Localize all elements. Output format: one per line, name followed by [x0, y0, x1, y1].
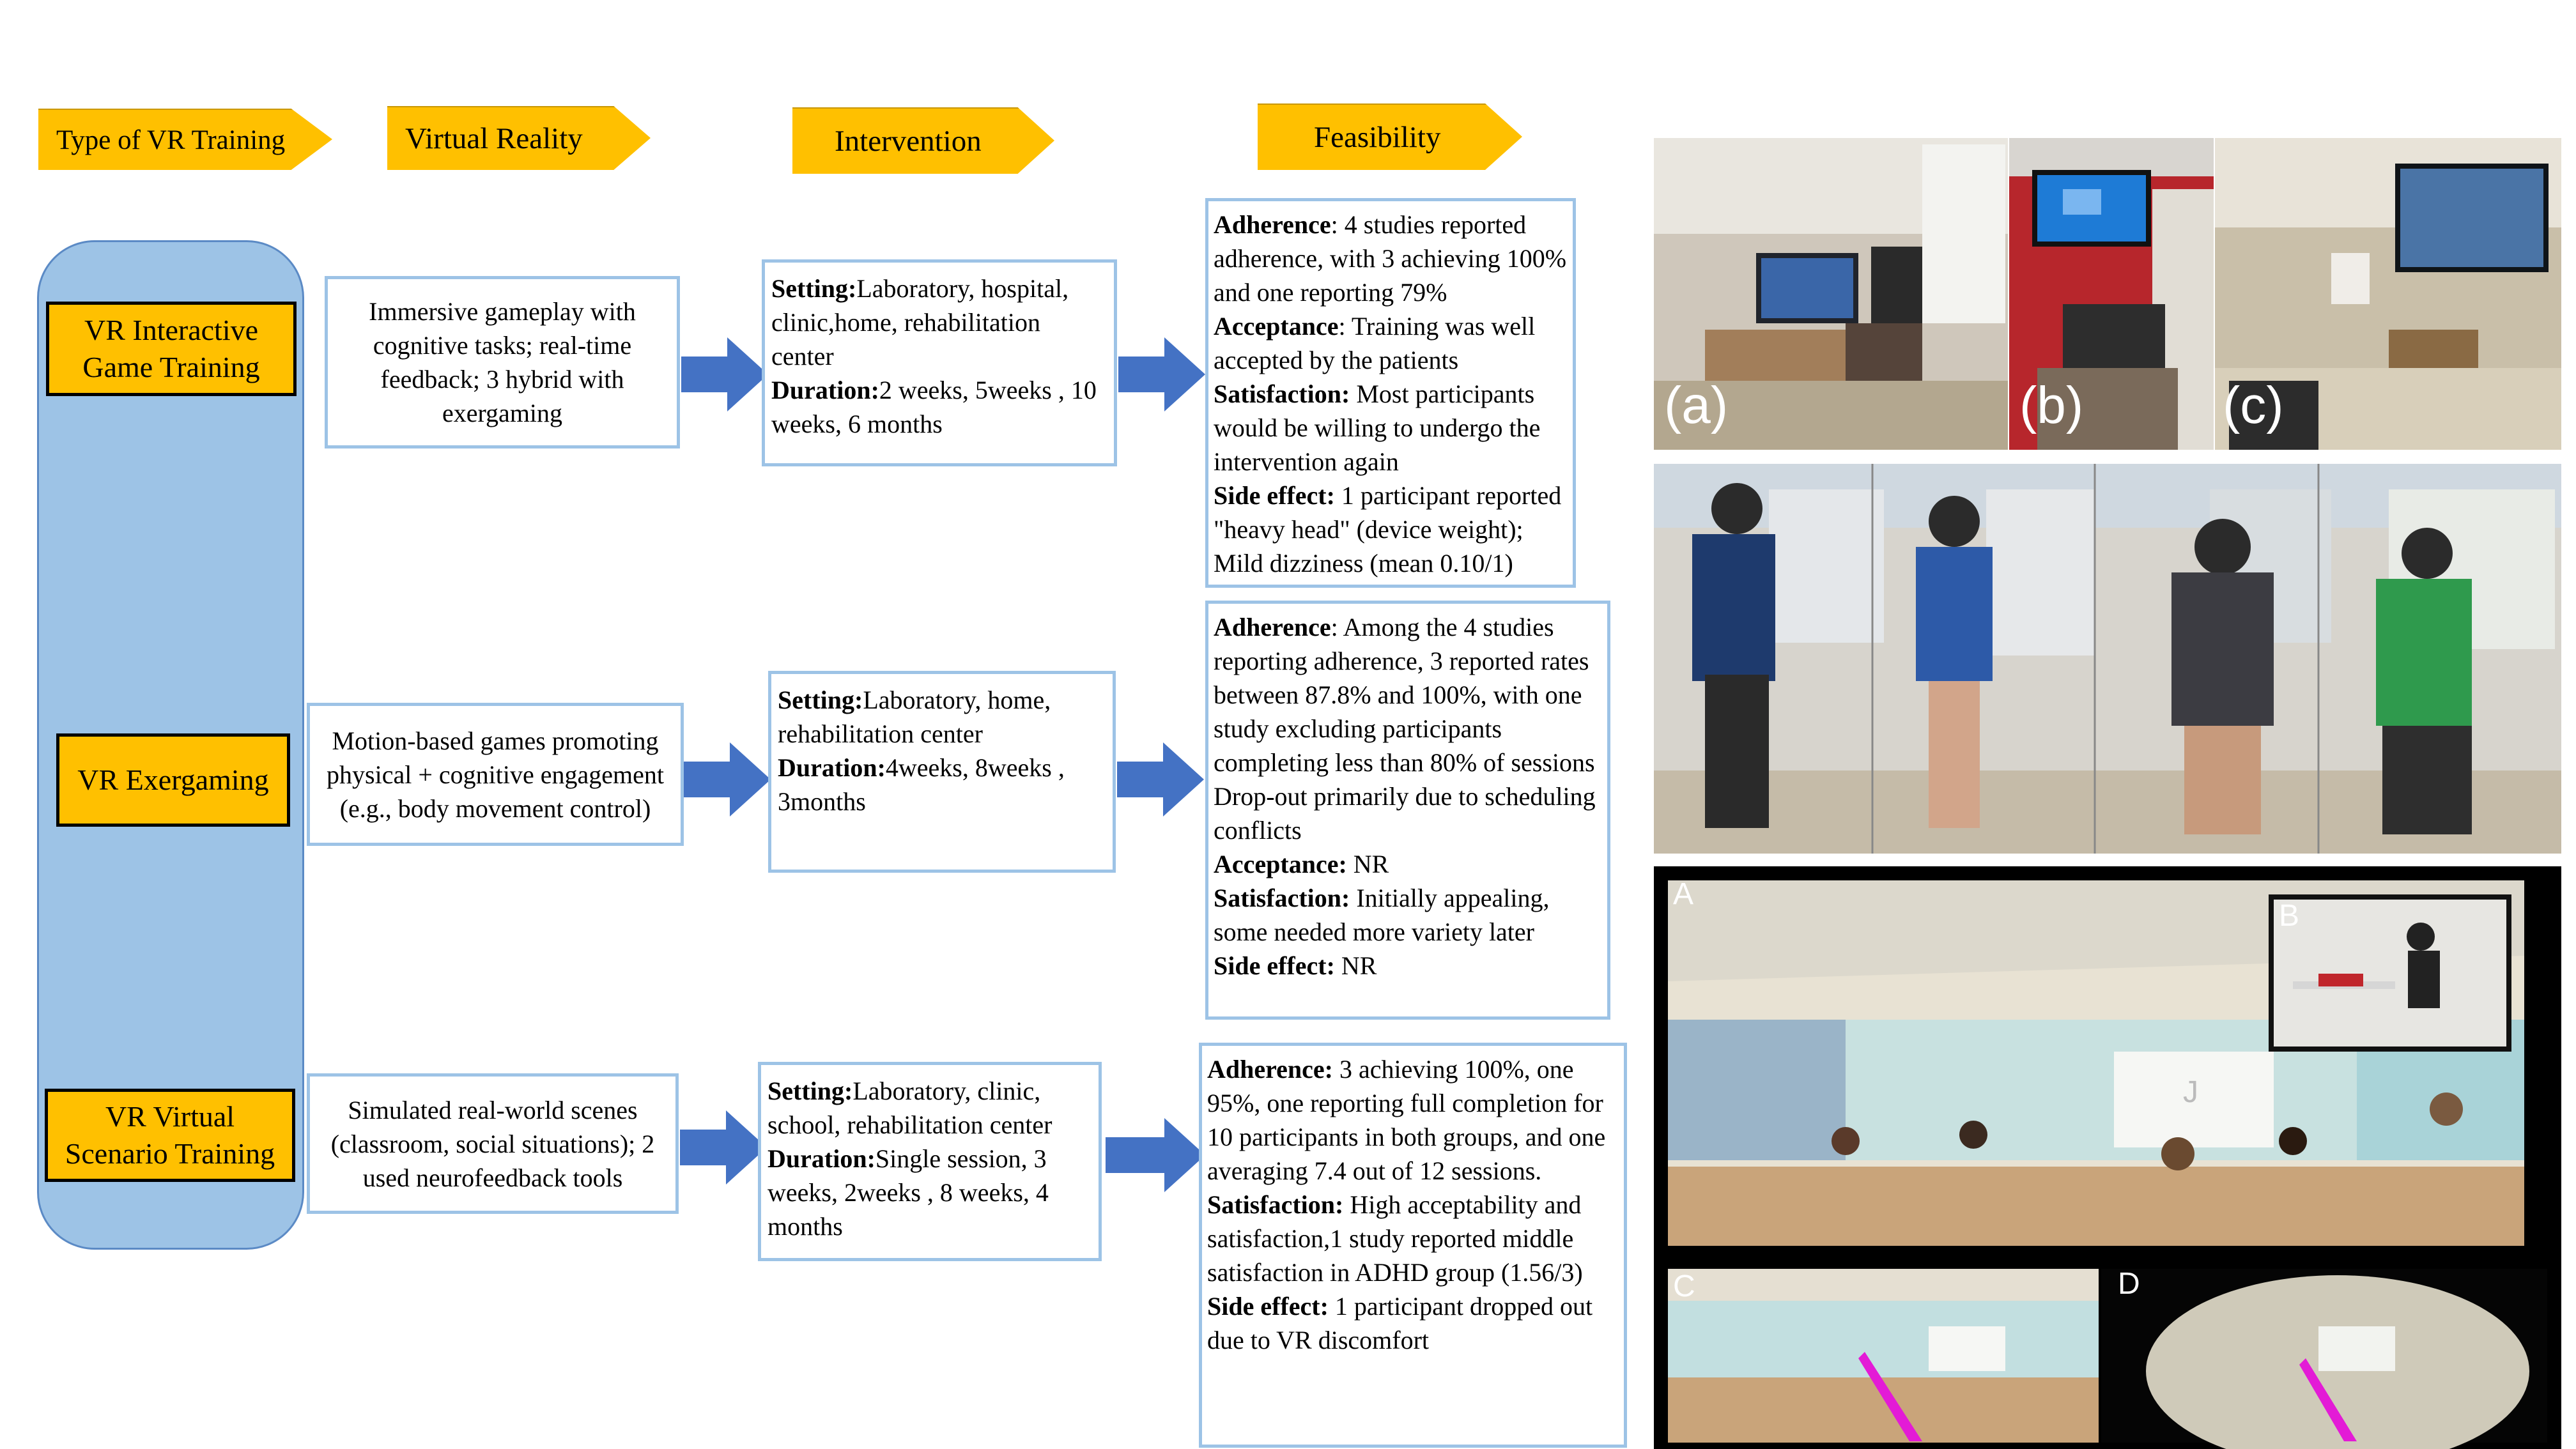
exergaming-photos-illustration [1654, 464, 2561, 854]
type-label-line1: VR Virtual [105, 1100, 235, 1133]
vr-description-text: Immersive gameplay with cognitive tasks;… [369, 297, 636, 427]
feasibility-label: Acceptance [1214, 312, 1339, 341]
arrow-right-icon [1117, 742, 1204, 816]
feasibility-exergaming: Adherence: Among the 4 studies reporting… [1205, 601, 1610, 1020]
feasibility-scenario: Adherence: 3 achieving 100%, one 95%, on… [1199, 1043, 1627, 1448]
feasibility-label: Satisfaction: [1214, 379, 1350, 408]
header-type: Type of VR Training [38, 109, 332, 170]
vr-description-text: Motion-based games promoting physical + … [327, 726, 664, 823]
feasibility-interactive: Adherence: 4 studies reported adherence,… [1205, 198, 1576, 588]
arrow-right-icon [1118, 337, 1205, 411]
arrow-right-icon [1106, 1118, 1205, 1192]
vr-description-interactive: Immersive gameplay with cognitive tasks;… [325, 276, 680, 448]
intervention-scenario: Setting:Laboratory, clinic, school, reha… [758, 1062, 1102, 1261]
intervention-interactive: Setting:Laboratory, hospital, clinic,hom… [762, 259, 1117, 466]
feasibility-text: 4 studies reported adherence, with 3 ach… [1214, 210, 1567, 307]
type-label-line2: Game Training [82, 351, 260, 383]
type-label-line1: VR Exergaming [77, 763, 269, 796]
setting-value: Laboratory, hospital, clinic,home, rehab… [771, 274, 1069, 371]
photo-label-D: D [2118, 1267, 2140, 1301]
photo-exergaming-participants [1654, 464, 2561, 854]
duration-value: Single session, 3 weeks, 2weeks , 8 week… [767, 1144, 1049, 1241]
setting-label: Setting: [778, 686, 863, 714]
feasibility-text: Most participants would be willing to un… [1214, 379, 1541, 476]
arrow-right-icon [680, 1110, 767, 1184]
duration-value: 4weeks, 8weeks , 3months [778, 753, 1065, 816]
type-label-line1: VR Interactive [84, 314, 259, 346]
photo-label-C: C [1673, 1269, 1695, 1303]
photo-vr-game-rooms: (a) (b) (c) [1654, 138, 2561, 450]
header-feasibility-label: Feasibility [1314, 121, 1441, 154]
feasibility-label: Adherence [1214, 210, 1331, 239]
classroom-illustration [1668, 880, 2547, 1449]
setting-label: Setting: [771, 274, 857, 303]
photo-virtual-classroom: A B C D J [1654, 866, 2561, 1449]
photo-label-A: A [1673, 877, 1694, 911]
feasibility-label: Side effect: [1207, 1292, 1329, 1321]
feasibility-text: Training was well accepted by the patien… [1214, 312, 1536, 374]
feasibility-label: Satisfaction: [1207, 1190, 1344, 1219]
feasibility-text: NR [1353, 850, 1389, 878]
type-label-line2: Scenario Training [65, 1137, 275, 1170]
photo-label-c: (c) [2223, 376, 2284, 434]
arrow-right-icon [681, 337, 768, 411]
arrow-right-icon [684, 742, 771, 816]
duration-label: Duration: [767, 1144, 875, 1173]
header-vr: Virtual Reality [387, 106, 651, 170]
photo-label-a: (a) [1664, 376, 1729, 434]
feasibility-label: Adherence: [1207, 1055, 1333, 1084]
setting-value: Laboratory, home, rehabilitation center [778, 686, 1051, 748]
feasibility-text: 1 participant reported "heavy head" (dev… [1214, 481, 1562, 578]
feasibility-text: Among the 4 studies reporting adherence,… [1214, 613, 1596, 845]
feasibility-text: High acceptability and satisfaction,1 st… [1207, 1190, 1583, 1287]
feasibility-label: Adherence [1214, 613, 1331, 641]
feasibility-text: 3 achieving 100%, one 95%, one reporting… [1207, 1055, 1606, 1185]
feasibility-text: NR [1341, 951, 1377, 980]
duration-value: 2 weeks, 5weeks , 10 weeks, 6 months [771, 376, 1097, 438]
header-vr-label: Virtual Reality [405, 122, 583, 155]
feasibility-label: Side effect: [1214, 481, 1335, 510]
header-type-label: Type of VR Training [56, 125, 286, 155]
setting-label: Setting: [767, 1077, 853, 1105]
duration-label: Duration: [778, 753, 886, 782]
photo-label-B: B [2279, 899, 2300, 933]
type-box-exergaming: VR Exergaming [56, 733, 290, 827]
vr-description-exergaming: Motion-based games promoting physical + … [307, 703, 684, 846]
setting-value: Laboratory, clinic, school, rehabilitati… [767, 1077, 1053, 1139]
intervention-exergaming: Setting:Laboratory, home, rehabilitation… [768, 671, 1116, 873]
vr-description-scenario: Simulated real-world scenes (classroom, … [307, 1073, 679, 1214]
photo-label-J: J [2183, 1075, 2198, 1109]
feasibility-label: Side effect: [1214, 951, 1335, 980]
feasibility-label: Acceptance: [1214, 850, 1347, 878]
feasibility-label: Satisfaction: [1214, 884, 1350, 912]
header-feasibility: Feasibility [1258, 103, 1522, 170]
room-photos-illustration [1654, 138, 2561, 450]
photo-label-b: (b) [2019, 376, 2084, 434]
feasibility-text: Initially appealing, some needed more va… [1214, 884, 1550, 946]
header-intervention: Intervention [792, 107, 1054, 174]
duration-label: Duration: [771, 376, 879, 404]
header-intervention-label: Intervention [835, 125, 982, 158]
vr-description-text: Simulated real-world scenes (classroom, … [330, 1095, 655, 1192]
feasibility-text: 1 participant dropped out due to VR disc… [1207, 1292, 1593, 1354]
